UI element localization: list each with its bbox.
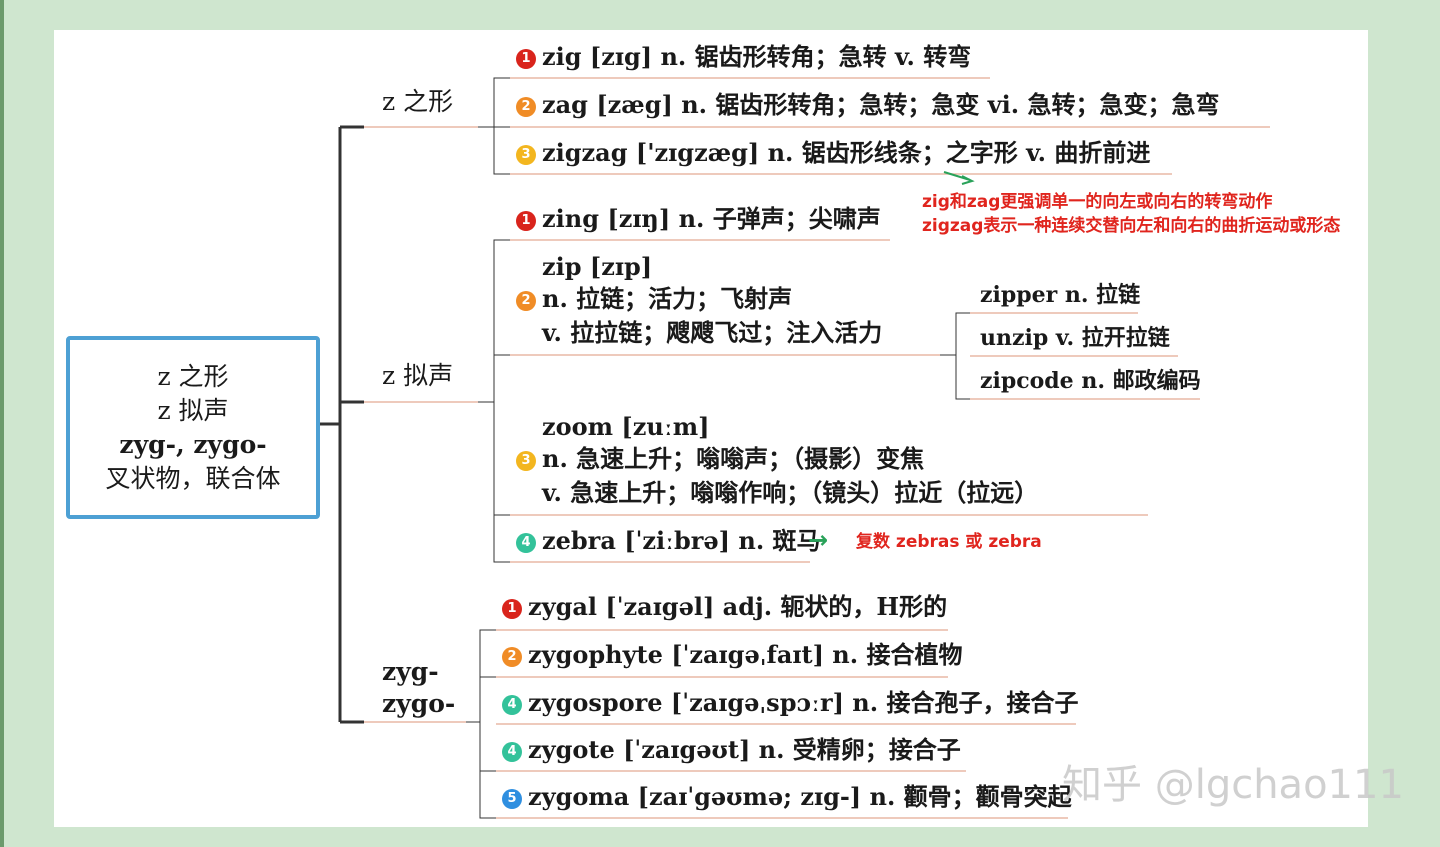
root-line: z 拟声 — [157, 395, 229, 425]
branch-zyg: zyg- zygo- — [382, 656, 455, 720]
word-zing: 1 zing [zɪŋ] n. 子弹声；尖啸声 — [516, 204, 881, 234]
word-zipper: zipper n. 拉链 — [980, 280, 1140, 311]
branch-zyg-line: zyg- — [382, 657, 439, 686]
word-zig: 1 zig [zɪg] n. 锯齿形转角；急转 v. 转弯 — [516, 42, 971, 72]
zig-note-line: zig和zag更强调单一的向左或向右的转弯动作 — [922, 192, 1273, 212]
root-line: zyg-, zygo- — [119, 429, 267, 459]
word-text: zebra [ˈziːbrə] n. 斑马 — [542, 526, 821, 555]
word-text: zygospore [ˈzaɪgəˌspɔːr] n. 接合孢子，接合子 — [528, 688, 1079, 717]
word-text: zip [zɪp] — [542, 252, 653, 281]
zig-note: zig和zag更强调单一的向左或向右的转弯动作 zigzag表示一种连续交替向左… — [922, 190, 1340, 238]
word-zygoma: 5 zygoma [zaɪˈgəʊmə; zɪg-] n. 颧骨；颧骨突起 — [502, 782, 1072, 812]
number-badge: 2 — [516, 97, 536, 117]
word-text: unzip v. 拉开拉链 — [980, 325, 1170, 351]
left-edge-bar — [0, 0, 4, 847]
root-line: z 之形 — [157, 361, 229, 391]
word-text: zig [zɪg] n. 锯齿形转角；急转 v. 转弯 — [542, 42, 972, 71]
word-text: zoom [zuːm] — [542, 412, 710, 441]
word-text: zygophyte [ˈzaɪgəˌfaɪt] n. 接合植物 — [528, 640, 963, 669]
arrow-right-icon: → — [808, 526, 829, 554]
number-badge: 4 — [502, 742, 522, 762]
word-text: zipcode n. 邮政编码 — [980, 368, 1201, 394]
word-unzip: unzip v. 拉开拉链 — [980, 323, 1170, 354]
word-text: zigzag ['zɪgzæg] n. 锯齿形线条；之字形 v. 曲折前进 — [542, 138, 1151, 167]
zebra-note: 复数 zebras 或 zebra — [856, 532, 1042, 552]
word-text: n. 急速上升；嗡嗡声；（摄影）变焦 — [542, 444, 925, 473]
word-text: zygote [ˈzaɪgəʊt] n. 受精卵；接合子 — [528, 735, 961, 764]
word-zygophyte: 2 zygophyte [ˈzaɪgəˌfaɪt] n. 接合植物 — [502, 640, 962, 670]
root-node: z 之形 z 拟声 zyg-, zygo- 叉状物，联合体 — [66, 336, 320, 519]
word-zygal: 1 zygal [ˈzaɪgəl] adj. 轭状的，H形的 — [502, 592, 947, 622]
word-zigzag: 3 zigzag ['zɪgzæg] n. 锯齿形线条；之字形 v. 曲折前进 — [516, 138, 1150, 168]
number-badge: 3 — [516, 145, 536, 165]
word-zip-verb: v. 拉拉链；飕飕飞过；注入活力 — [542, 318, 882, 348]
word-zoom-noun: 3 n. 急速上升；嗡嗡声；（摄影）变焦 — [516, 444, 924, 474]
branch-ni: z 拟声 — [382, 361, 454, 390]
word-zip-noun: 2 n. 拉链；活力；飞射声 — [516, 284, 792, 314]
word-zygospore: 4 zygospore [ˈzaɪgəˌspɔːr] n. 接合孢子，接合子 — [502, 688, 1078, 718]
number-badge: 3 — [516, 451, 536, 471]
zig-note-line: zigzag表示一种连续交替向左和向右的曲折运动或形态 — [922, 216, 1341, 236]
number-badge: 1 — [516, 49, 536, 69]
word-text: zygoma [zaɪˈgəʊmə; zɪg-] n. 颧骨；颧骨突起 — [528, 782, 1072, 811]
number-badge: 1 — [502, 599, 522, 619]
word-zygote: 4 zygote [ˈzaɪgəʊt] n. 受精卵；接合子 — [502, 735, 961, 765]
word-text: zygal [ˈzaɪgəl] adj. 轭状的，H形的 — [528, 592, 948, 621]
number-badge: 2 — [502, 647, 522, 667]
word-text: v. 急速上升；嗡嗡作响；（镜头）拉近（拉远） — [542, 478, 1039, 507]
root-line: 叉状物，联合体 — [105, 463, 281, 493]
word-zip-head: zip [zɪp] — [542, 252, 652, 282]
word-zipcode: zipcode n. 邮政编码 — [980, 366, 1201, 397]
word-zoom-verb: v. 急速上升；嗡嗡作响；（镜头）拉近（拉远） — [542, 478, 1038, 508]
number-badge: 4 — [502, 695, 522, 715]
word-text: v. 拉拉链；飕飕飞过；注入活力 — [542, 318, 883, 347]
branch-zhi: z 之形 — [382, 87, 454, 116]
word-zoom-head: zoom [zuːm] — [542, 412, 709, 442]
word-text: zing [zɪŋ] n. 子弹声；尖啸声 — [542, 204, 881, 233]
word-zag: 2 zag [zæg] n. 锯齿形转角；急转；急变 vi. 急转；急变；急弯 — [516, 90, 1219, 120]
word-text: zag [zæg] n. 锯齿形转角；急转；急变 vi. 急转；急变；急弯 — [542, 90, 1220, 119]
word-text: n. 拉链；活力；飞射声 — [542, 284, 793, 313]
watermark: 知乎 @lgchao111 — [1062, 762, 1404, 808]
number-badge: 4 — [516, 533, 536, 553]
number-badge: 5 — [502, 789, 522, 809]
word-zebra: 4 zebra [ˈziːbrə] n. 斑马 — [516, 526, 821, 556]
number-badge: 2 — [516, 291, 536, 311]
branch-zyg-line: zygo- — [382, 689, 456, 718]
word-text: zipper n. 拉链 — [980, 282, 1141, 308]
number-badge: 1 — [516, 211, 536, 231]
